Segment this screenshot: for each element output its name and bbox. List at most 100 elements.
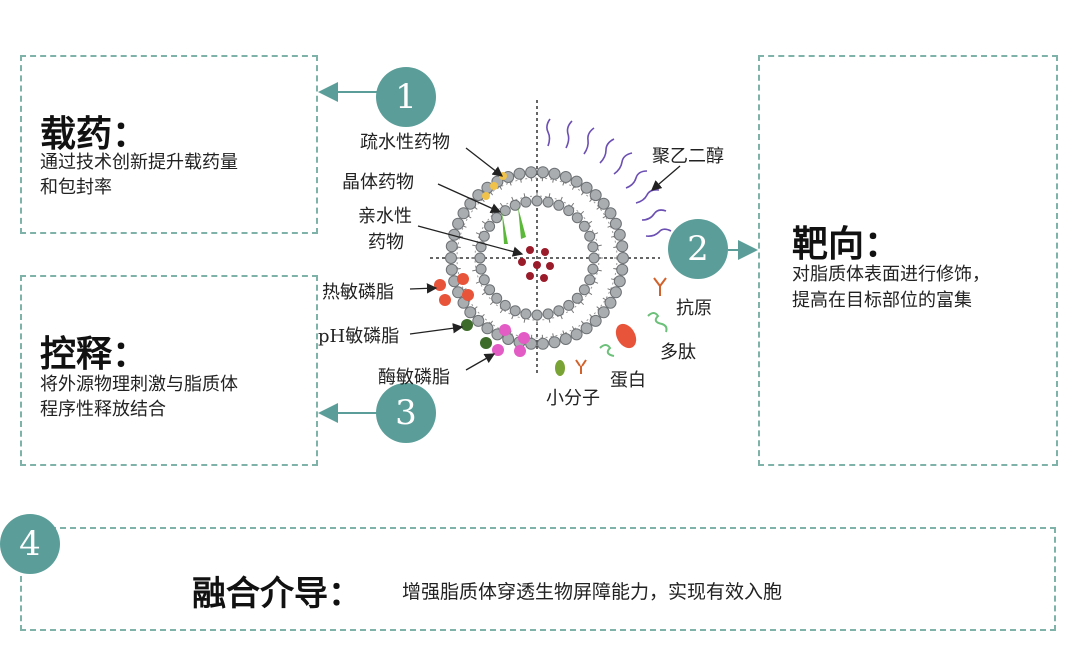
- label-hydrophilic-drug-line1: 亲水性: [358, 206, 412, 227]
- outer-lipid-head: [597, 197, 610, 210]
- inner-lipid-head: [587, 241, 599, 253]
- label-peptide: 多肽: [660, 342, 696, 363]
- lipid-tail: [560, 196, 563, 201]
- bilayer: [445, 166, 629, 350]
- outer-lipid-head: [513, 167, 526, 180]
- outer-lipid-head: [604, 296, 617, 309]
- lipid-tail: [490, 320, 494, 325]
- outer-lipid-head: [604, 207, 617, 220]
- lipid-tail: [589, 198, 593, 203]
- lipid-tail: [607, 225, 612, 228]
- lipid-tail: [562, 330, 565, 335]
- inner-lipid-head: [484, 284, 496, 296]
- lipid-tail: [462, 288, 467, 291]
- lipid-tail: [474, 206, 478, 210]
- lipid-tail: [580, 320, 584, 325]
- lipid-tail: [472, 269, 477, 272]
- inner-lipid-head: [509, 305, 521, 317]
- lipid-tail: [481, 220, 486, 225]
- lipid-tail: [594, 281, 599, 284]
- outer-lipid-head: [580, 181, 593, 194]
- label-crystal-drug: 晶体药物: [342, 172, 414, 193]
- outer-lipid-head: [481, 322, 494, 335]
- outer-lipid-head: [452, 217, 465, 230]
- outer-lipid-head: [536, 166, 549, 179]
- outer-lipid-head: [548, 167, 561, 180]
- outer-lipid-head: [548, 336, 561, 349]
- lipid-tail: [562, 181, 565, 186]
- lipid-tail: [474, 306, 478, 310]
- inner-lipid-head: [563, 205, 575, 217]
- inner-lipid-head: [499, 205, 511, 217]
- antigen-ligand: [653, 277, 667, 296]
- inner-lipid-head: [563, 299, 575, 311]
- inner-lipid-head: [484, 220, 496, 232]
- protein-ligand: [615, 323, 637, 349]
- label-protein: 蛋白: [610, 370, 646, 391]
- outer-lipid-head: [525, 166, 538, 179]
- outer-lipid-head: [616, 263, 629, 276]
- lipid-tail: [607, 288, 612, 291]
- label-hydrophobic-drug: 疏水性药物: [360, 132, 450, 153]
- lipid-tail: [548, 193, 551, 198]
- fusion-desc: 增强脂质体穿透生物屏障能力，实现有效入胞: [402, 581, 783, 603]
- lipid-tail: [570, 309, 575, 314]
- inner-lipid-head: [588, 252, 600, 264]
- lipid-tail: [481, 291, 486, 296]
- inner-lipid-head: [584, 230, 596, 242]
- protein-ligand-2: [599, 344, 615, 357]
- inner-lipid-head: [520, 196, 532, 208]
- outer-lipid-head: [589, 189, 602, 202]
- lipid-tail: [613, 246, 617, 248]
- lipid-tail: [490, 191, 494, 196]
- outer-lipid-head: [457, 207, 470, 220]
- outer-lipid-head: [616, 240, 629, 253]
- thermo-lipids: [434, 273, 474, 306]
- badge-3: 3: [376, 383, 436, 443]
- inner-lipid-head: [474, 252, 486, 264]
- lipid-tail: [511, 196, 514, 201]
- lipid-tail: [589, 313, 593, 318]
- label-hydrophilic-drug-line2: 药物: [368, 232, 404, 253]
- arrow-enzyme: [465, 353, 496, 371]
- inner-lipid-head: [520, 308, 532, 320]
- lipid-tail: [459, 235, 464, 238]
- outer-lipid-head: [445, 240, 458, 253]
- lipid-tail: [457, 246, 461, 248]
- lipid-tail: [597, 244, 602, 247]
- outer-lipid-head: [570, 328, 583, 341]
- peptide-ligand: [647, 312, 668, 333]
- lipid-tail: [602, 215, 607, 219]
- inner-lipid-head: [491, 292, 503, 304]
- lipid-tail: [570, 202, 575, 207]
- lipid-tail: [481, 313, 485, 318]
- badge-1: 1: [376, 67, 436, 127]
- lipid-tail: [489, 210, 494, 215]
- lipid-tail: [475, 281, 480, 284]
- outer-lipid-head: [609, 286, 622, 299]
- targeting-desc-line1: 对脂质体表面进行修饰，: [792, 264, 990, 285]
- lipid-tail: [602, 297, 607, 301]
- inner-lipid-head: [571, 292, 583, 304]
- lipid-tail: [580, 191, 584, 196]
- outer-lipid-head: [445, 252, 457, 264]
- lipid-tail: [523, 193, 526, 198]
- lipid-tail: [571, 186, 575, 190]
- lipid-tail: [472, 244, 477, 247]
- release-box: [20, 275, 318, 466]
- inner-lipid-head: [478, 230, 490, 242]
- inner-lipid-head: [553, 199, 565, 211]
- lipid-tail: [613, 268, 617, 270]
- lipid-tail: [499, 309, 504, 314]
- inner-lipid-head: [578, 220, 590, 232]
- arrow-thermo: [409, 283, 438, 294]
- lipid-tail: [475, 232, 480, 235]
- badge-4: 4: [0, 514, 60, 574]
- targeting-box: [758, 55, 1058, 466]
- outer-lipid-head: [472, 314, 485, 327]
- release-desc-line1: 将外源物理刺激与脂质体: [40, 374, 238, 395]
- label-peg: 聚乙二醇: [652, 146, 724, 167]
- inner-lipid-head: [478, 274, 490, 286]
- inner-lipid-head: [587, 263, 599, 275]
